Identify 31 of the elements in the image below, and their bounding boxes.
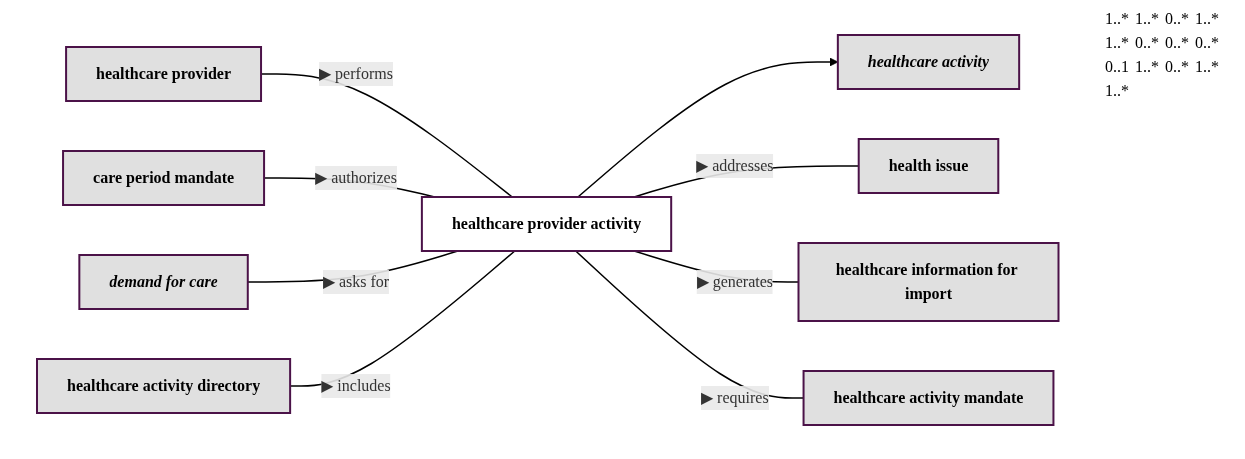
multiplicity-label: 1..* (1135, 58, 1159, 76)
edge-label: ▶ authorizes (314, 168, 397, 186)
node-box: health issue (857, 137, 1000, 194)
multiplicity-label: 1..* (1195, 10, 1219, 28)
multiplicity-label: 1..* (1195, 58, 1219, 76)
edge-label: ▶ addresses (695, 156, 774, 174)
multiplicity-label: 0..1 (1105, 58, 1129, 76)
node-box: healthcare activity directory (35, 357, 291, 414)
node-box: healthcare activity mandate (802, 369, 1055, 426)
edge-label: ▶ generates (696, 272, 773, 290)
node-box: care period mandate (61, 149, 265, 206)
multiplicity-label: 1..* (1105, 34, 1129, 52)
node-box: healthcare provider activity (420, 195, 672, 252)
multiplicity-label: 1..* (1105, 10, 1129, 28)
edge-label: ▶ requires (700, 388, 769, 406)
multiplicity-label: 0..* (1195, 34, 1219, 52)
multiplicity-label: 0..* (1165, 34, 1189, 52)
connector (289, 249, 516, 387)
node-box: healthcare information for import (797, 241, 1060, 322)
node-box: healthcare activity (836, 33, 1020, 90)
edge-label: ▶ performs (318, 64, 393, 82)
arrow (576, 57, 838, 198)
multiplicity-label: 0..* (1135, 34, 1159, 52)
multiplicity-label: 1..* (1105, 82, 1129, 100)
edge-label: ▶ asks for (322, 272, 389, 290)
node-box: healthcare provider (64, 45, 262, 102)
multiplicity-label: 0..* (1165, 10, 1189, 28)
node-box: demand for care (78, 253, 249, 310)
multiplicity-label: 1..* (1135, 10, 1159, 28)
edge-label: ▶ includes (321, 376, 391, 394)
multiplicity-label: 0..* (1165, 58, 1189, 76)
